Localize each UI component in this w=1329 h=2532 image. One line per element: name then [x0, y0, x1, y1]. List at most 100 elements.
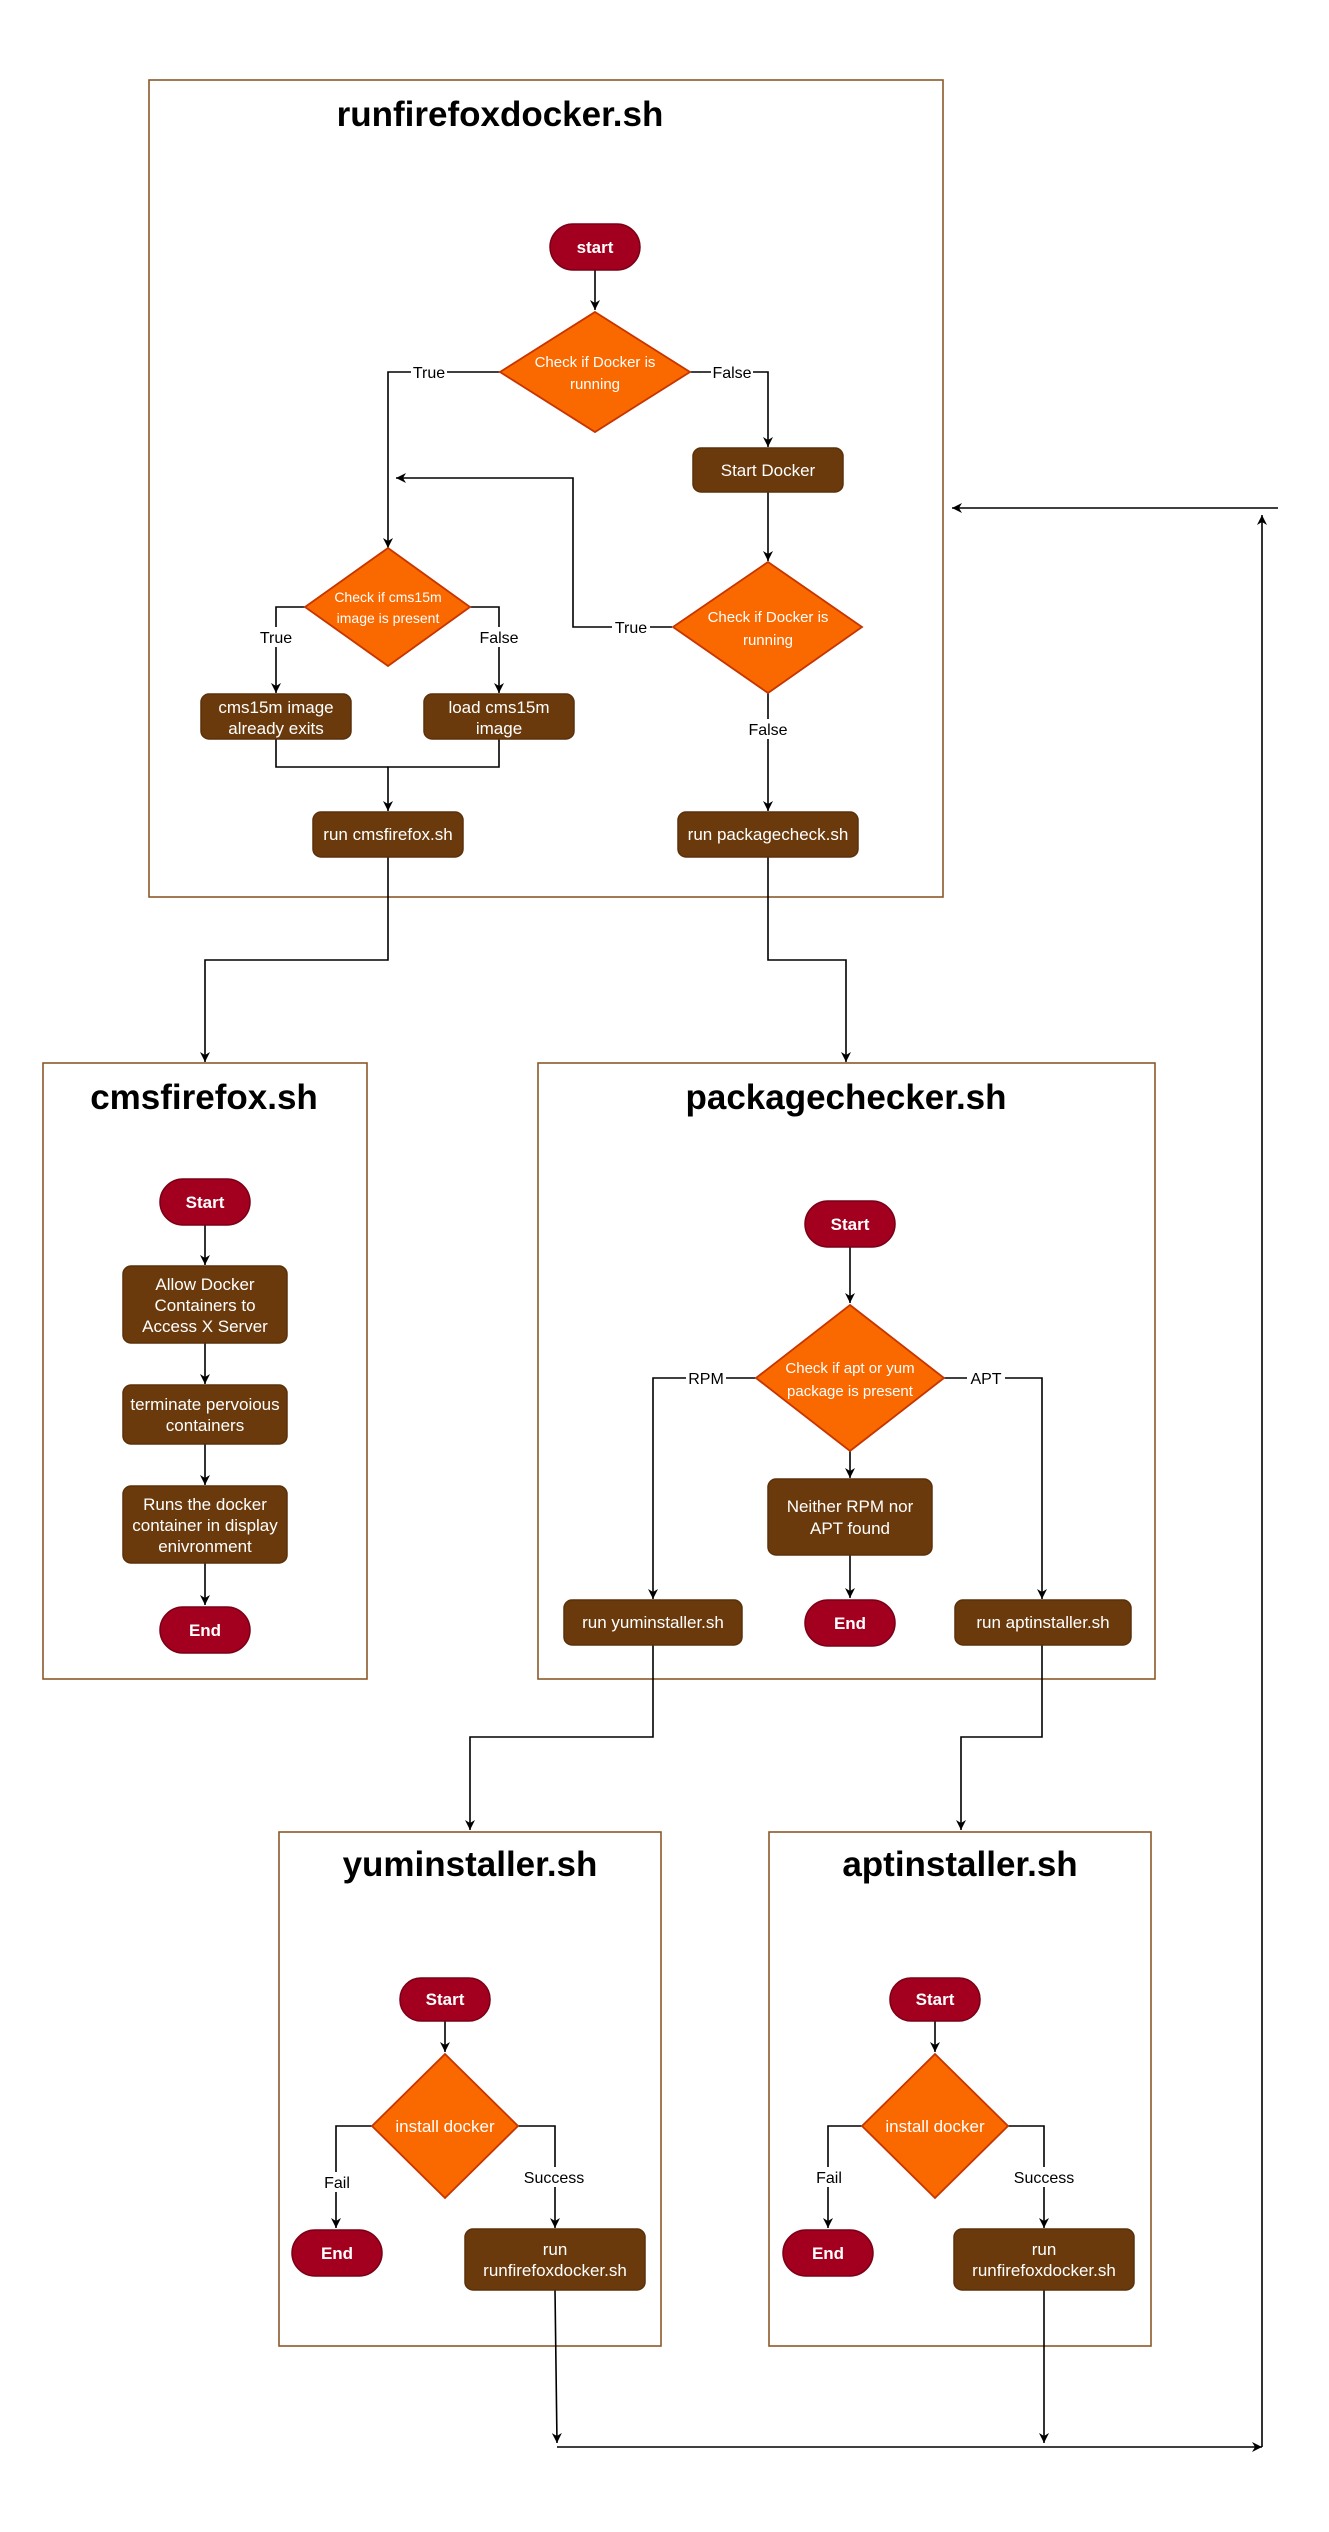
edge-to-aptinstaller: [956, 1645, 1043, 1830]
node-start-runfirefoxdocker: start: [549, 223, 641, 271]
title-packagechecker: packagechecker.sh: [685, 1078, 1006, 1117]
node-label-line-2: image is present: [337, 610, 440, 626]
node-label-line-1: Check if apt or yum: [785, 1360, 914, 1377]
label-apt: APT: [970, 1371, 1001, 1388]
process-start-docker: Start Docker: [692, 447, 844, 493]
edge-pkg-rpm: [648, 1377, 756, 1599]
node-label: End: [834, 1614, 866, 1633]
edge-labels: True False True False True False RPM APT…: [258, 362, 1077, 2192]
process-terminate-containers: terminate pervoious containers: [122, 1384, 288, 1445]
process-run-container: Runs the docker container in display eni…: [122, 1485, 288, 1564]
node-label: End: [812, 2244, 844, 2263]
label-rpm: RPM: [688, 1371, 724, 1388]
panel-packagechecker: [537, 1062, 1156, 1680]
edge-load-join: [383, 739, 500, 811]
node-label-line-3: enivronment: [158, 1537, 252, 1556]
node-label: Start: [186, 1193, 225, 1212]
title-cmsfirefox: cmsfirefox.sh: [90, 1078, 318, 1117]
label-true-1: True: [413, 365, 445, 382]
edge-yum-return: [551, 2289, 562, 2444]
process-allow-x-access: Allow Docker Containers to Access X Serv…: [122, 1265, 288, 1344]
process-run-cmsfirefox: run cmsfirefox.sh: [312, 811, 464, 858]
node-label-line-1: Allow Docker: [155, 1275, 255, 1294]
label-true-3: True: [260, 630, 292, 647]
edge-exists-join: [275, 739, 388, 768]
decision-install-docker-apt: install docker: [860, 2052, 1010, 2200]
node-label-line-1: Neither RPM nor: [787, 1497, 914, 1516]
node-label-line-1: Check if Docker is: [708, 609, 829, 626]
node-label: End: [189, 1621, 221, 1640]
node-label-line-3: Access X Server: [142, 1317, 268, 1336]
panel-yuminstaller: [278, 1831, 662, 2347]
node-label: Start: [916, 1990, 955, 2009]
node-label-line-2: package is present: [787, 1383, 914, 1400]
node-label: run aptinstaller.sh: [976, 1613, 1109, 1632]
edge-yum-fail: [331, 2125, 372, 2228]
process-neither-found: Neither RPM nor APT found: [767, 1478, 933, 1556]
process-run-runfirefoxdocker-apt: run runfirefoxdocker.sh: [953, 2228, 1135, 2291]
node-start-cmsfirefox: Start: [159, 1178, 251, 1226]
node-label: run cmsfirefox.sh: [323, 825, 452, 844]
node-label-line-2: runfirefoxdocker.sh: [972, 2261, 1116, 2280]
decision-install-docker-yum: install docker: [370, 2052, 520, 2200]
label-false-1: False: [712, 365, 751, 382]
decision-check-package: Check if apt or yum package is present: [754, 1303, 946, 1453]
edge-check-false: [690, 371, 773, 447]
node-label-line-1: cms15m image: [218, 698, 333, 717]
node-label-line-2: Containers to: [154, 1296, 255, 1315]
node-label-line-2: image: [476, 719, 522, 738]
node-label: start: [577, 238, 614, 257]
label-fail-yum: Fail: [324, 2175, 350, 2192]
node-label: End: [321, 2244, 353, 2263]
edge-check-true: [383, 371, 500, 548]
node-label: Start: [426, 1990, 465, 2009]
node-label-line-1: run: [543, 2240, 568, 2259]
edge-to-cmsfirefox: [200, 857, 389, 1062]
process-run-yuminstaller: run yuminstaller.sh: [563, 1599, 743, 1646]
panel-aptinstaller: [768, 1831, 1152, 2347]
edge-apt-success: [1008, 2125, 1049, 2228]
node-end-cmsfirefox: End: [159, 1606, 251, 1654]
process-image-exists: cms15m image already exits: [200, 693, 352, 740]
node-label: install docker: [885, 2117, 985, 2136]
label-fail-apt: Fail: [816, 2170, 842, 2187]
node-label: Start Docker: [721, 461, 816, 480]
edge-image-true: [271, 606, 305, 693]
node-label: Start: [831, 1215, 870, 1234]
node-label-line-1: run: [1032, 2240, 1057, 2259]
edge-image-false: [470, 606, 504, 693]
node-label-line-2: running: [743, 632, 793, 649]
node-label: run packagecheck.sh: [688, 825, 849, 844]
label-true-2: True: [615, 620, 647, 637]
process-run-packagecheck: run packagecheck.sh: [677, 811, 859, 858]
node-label-line-2: already exits: [228, 719, 323, 738]
label-success-yum: Success: [524, 2170, 584, 2187]
node-start-aptinstaller: Start: [889, 1977, 981, 2022]
edge-pkg-apt: [944, 1377, 1047, 1599]
process-run-aptinstaller: run aptinstaller.sh: [954, 1599, 1132, 1646]
node-label-line-2: containers: [166, 1416, 244, 1435]
node-end-yuminstaller: End: [291, 2229, 383, 2277]
node-end-packagechecker: End: [804, 1599, 896, 1647]
node-label-line-1: load cms15m: [448, 698, 549, 717]
node-label: install docker: [395, 2117, 495, 2136]
panel-runfirefoxdocker: [148, 79, 944, 898]
node-end-aptinstaller: End: [782, 2229, 874, 2277]
process-run-runfirefoxdocker-yum: run runfirefoxdocker.sh: [464, 2228, 646, 2291]
node-label-line-2: APT found: [810, 1519, 890, 1538]
title-aptinstaller: aptinstaller.sh: [842, 1845, 1077, 1884]
edges: [200, 270, 1278, 2452]
node-label-line-2: container in display: [132, 1516, 278, 1535]
node-label-line-1: terminate pervoious: [130, 1395, 279, 1414]
label-false-3: False: [479, 630, 518, 647]
node-label-line-1: Runs the docker: [143, 1495, 267, 1514]
node-start-packagechecker: Start: [804, 1200, 896, 1248]
edge-yum-success: [518, 2125, 560, 2228]
node-label-line-1: Check if cms15m: [334, 589, 441, 605]
label-false-2: False: [748, 722, 787, 739]
decision-check-docker-running-2: Check if Docker is running: [671, 560, 864, 695]
decision-check-docker-running: Check if Docker is running: [498, 310, 692, 434]
title-yuminstaller: yuminstaller.sh: [343, 1845, 598, 1884]
decision-check-image-present: Check if cms15m image is present: [303, 546, 472, 668]
